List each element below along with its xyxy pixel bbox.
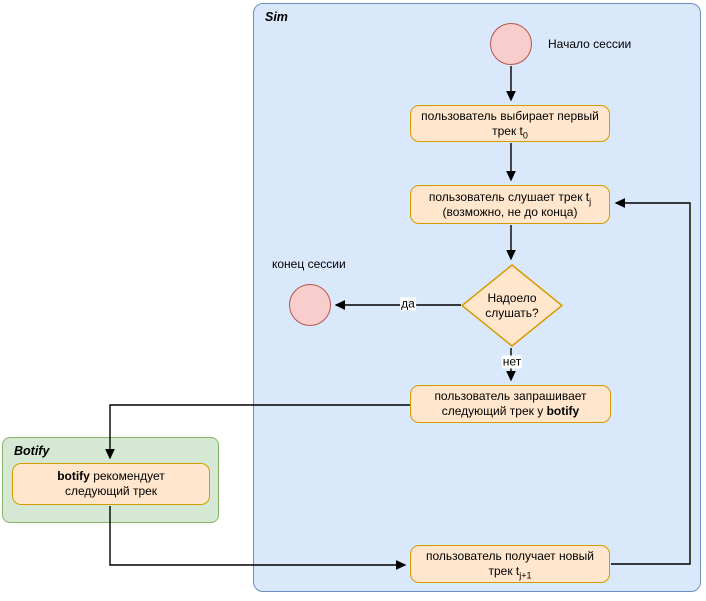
edge-label-yes: да <box>400 296 416 311</box>
node-text-line: пользователь запрашивает <box>434 389 587 403</box>
botify-container-label: Botify <box>14 444 50 458</box>
decision-label: Надоело слушать? <box>485 290 539 320</box>
decision-diamond-shape <box>461 264 563 347</box>
botify-emphasis: botify <box>57 469 90 483</box>
node-listen-track: пользователь слушает трек tj (возможно, … <box>410 185 610 224</box>
node-text-line: следующий трек <box>64 484 158 498</box>
track-subscript: 0 <box>522 129 528 140</box>
node-select-first-track: пользователь выбирает первый трек t0 <box>410 105 610 142</box>
node-text-line: следующий трек у botify <box>441 404 580 418</box>
node-text-line: трек t0 <box>492 123 528 140</box>
node-request-next-track: пользователь запрашивает следующий трек … <box>410 385 611 423</box>
node-text-line: botify рекомендует <box>57 469 165 483</box>
node-text-line: трек tj+1 <box>488 564 532 581</box>
node-text-line: пользователь получает новый <box>425 549 595 563</box>
node-text-line: пользователь слушает трек tj <box>428 189 592 206</box>
botify-emphasis: botify <box>546 404 580 418</box>
node-botify-recommends: botify рекомендует следующий трек <box>12 463 210 505</box>
decision-node: Надоело слушать? <box>461 264 563 347</box>
end-circle-label: конец сессии <box>272 257 346 271</box>
track-subscript: j+1 <box>519 570 532 581</box>
start-circle <box>490 23 532 65</box>
start-circle-label: Начало сессии <box>548 37 632 51</box>
node-receive-new-track: пользователь получает новый трек tj+1 <box>410 545 610 583</box>
node-text-line: пользователь выбирает первый <box>421 108 599 123</box>
end-circle <box>289 284 331 326</box>
node-text-line: (возможно, не до конца) <box>442 204 578 219</box>
sim-container-label: Sim <box>265 10 288 24</box>
edge-label-no: нет <box>501 354 523 369</box>
track-subscript: j <box>589 195 592 206</box>
